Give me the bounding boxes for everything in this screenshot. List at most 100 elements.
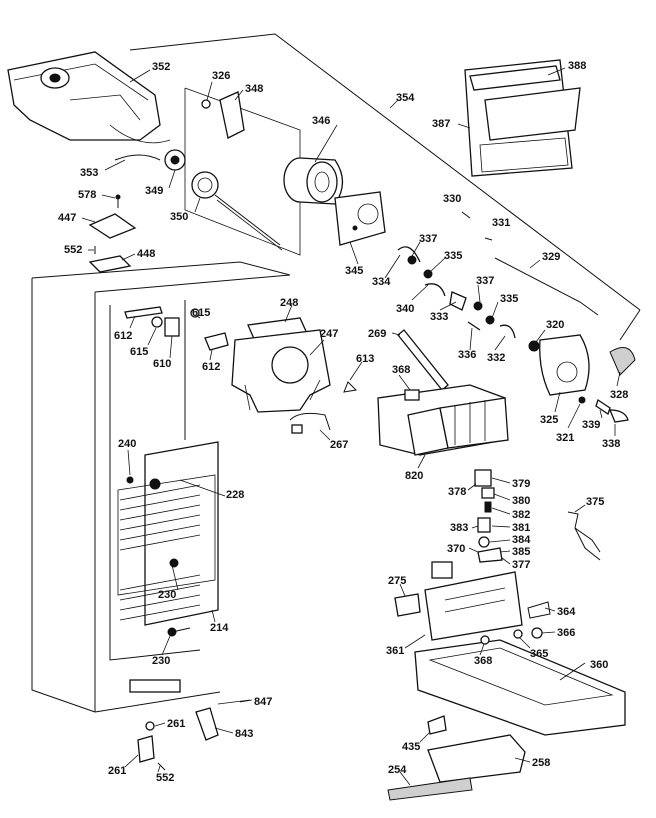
callout-214: 214 (210, 622, 229, 634)
dispenser-box (394, 561, 551, 641)
callout-435: 435 (402, 741, 420, 753)
left-small-parts (124, 306, 229, 351)
ice-maker-housing (231, 317, 358, 434)
callout-368-a: 368 (392, 364, 410, 376)
dispenser-motor-325 (528, 334, 636, 423)
callout-345: 345 (345, 265, 363, 277)
motor-346 (283, 157, 344, 205)
auger-assembly (114, 149, 283, 251)
dispenser-door-387-388 (464, 59, 581, 177)
callout-325: 325 (540, 414, 558, 426)
frame-360 (414, 629, 626, 736)
callout-267: 267 (330, 439, 348, 451)
callout-387: 387 (432, 118, 450, 130)
callout-364: 364 (557, 606, 576, 618)
callout-378: 378 (448, 486, 466, 498)
callout-labels: 352 326 348 346 354 388 387 353 349 350 … (58, 60, 628, 784)
callout-447: 447 (58, 212, 76, 224)
callout-615-b: 615 (130, 346, 148, 358)
callout-332: 332 (487, 352, 505, 364)
callout-820: 820 (405, 470, 423, 482)
callout-240: 240 (118, 438, 136, 450)
callout-382: 382 (512, 509, 530, 521)
callout-261-b: 261 (108, 765, 126, 777)
callout-333: 333 (430, 311, 448, 323)
callout-366: 366 (557, 627, 575, 639)
callout-248: 248 (280, 297, 298, 309)
callout-321: 321 (556, 432, 574, 444)
callout-230-a: 230 (158, 589, 176, 601)
callout-381: 381 (512, 522, 530, 534)
wire-harness (119, 484, 201, 621)
callout-258: 258 (532, 757, 550, 769)
callout-377: 377 (512, 559, 530, 571)
callout-348: 348 (245, 83, 263, 95)
callout-383: 383 (450, 522, 468, 534)
refrigerator-cabinet (31, 261, 291, 713)
linkage-parts (397, 211, 599, 339)
callout-349: 349 (145, 185, 163, 197)
callout-328: 328 (610, 389, 628, 401)
callout-612-a: 612 (114, 330, 132, 342)
ice-maker-820 (377, 384, 509, 456)
control-board (117, 441, 219, 637)
callout-350: 350 (170, 211, 188, 223)
callout-388: 388 (568, 60, 586, 72)
callout-230-b: 230 (152, 655, 170, 667)
callout-613: 613 (356, 353, 374, 365)
callout-375: 375 (586, 496, 604, 508)
ice-bucket-352 (7, 51, 171, 144)
callout-360: 360 (590, 659, 608, 671)
callout-448: 448 (137, 248, 155, 260)
small-parts-left-top (88, 194, 137, 273)
callout-385: 385 (512, 546, 530, 558)
callout-247: 247 (320, 328, 338, 340)
control-parts (474, 469, 601, 563)
callout-337-a: 337 (419, 233, 437, 245)
callout-384: 384 (512, 534, 531, 546)
bottom-left-parts (137, 699, 251, 771)
callout-335-a: 335 (444, 250, 462, 262)
callout-379: 379 (512, 478, 530, 490)
callout-269: 269 (368, 328, 386, 340)
callout-552-bottom: 552 (156, 772, 174, 784)
callout-612-b: 612 (202, 361, 220, 373)
callout-361: 361 (386, 645, 404, 657)
callout-354: 354 (396, 92, 415, 104)
callout-254: 254 (388, 764, 407, 776)
callout-352: 352 (152, 61, 170, 73)
callout-615-a: 615 (192, 307, 210, 319)
callout-353: 353 (80, 167, 98, 179)
callout-330: 330 (443, 193, 461, 205)
bracket-348 (201, 91, 245, 139)
callout-340: 340 (396, 303, 414, 315)
callout-843: 843 (235, 728, 253, 740)
callout-847: 847 (254, 696, 272, 708)
callout-365: 365 (530, 648, 548, 660)
callout-610: 610 (153, 358, 171, 370)
leader-lines (81, 67, 621, 786)
callout-326: 326 (212, 70, 230, 82)
callout-275: 275 (388, 575, 406, 587)
callout-331: 331 (492, 217, 510, 229)
callout-335-b: 335 (500, 293, 518, 305)
callout-368-b: 368 (474, 655, 492, 667)
callout-336: 336 (458, 349, 476, 361)
callout-370: 370 (447, 543, 465, 555)
callout-329: 329 (542, 251, 560, 263)
callout-380: 380 (512, 495, 530, 507)
callout-334: 334 (372, 276, 391, 288)
callout-338: 338 (602, 438, 620, 450)
callout-261-a: 261 (167, 718, 185, 730)
callout-337-b: 337 (476, 275, 494, 287)
bracket-345 (334, 191, 386, 246)
callout-346: 346 (312, 115, 330, 127)
assembly-outline (129, 33, 641, 341)
callout-228: 228 (226, 489, 244, 501)
callout-320: 320 (546, 319, 564, 331)
callout-578: 578 (78, 189, 96, 201)
callout-552-top: 552 (64, 244, 82, 256)
bottom-parts (387, 715, 526, 801)
callout-339: 339 (582, 419, 600, 431)
